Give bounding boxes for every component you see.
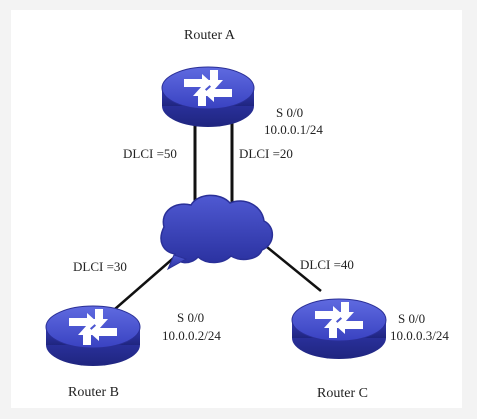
link-b xyxy=(114,254,178,310)
router-a xyxy=(161,66,255,127)
link-c xyxy=(261,242,322,292)
frame-relay-cloud-icon xyxy=(160,194,274,271)
router-c-interface: S 0/0 xyxy=(398,311,425,326)
router-b xyxy=(45,305,141,366)
router-c xyxy=(291,298,387,359)
router-c-label: Router C xyxy=(317,386,368,401)
router-c-top xyxy=(291,298,387,342)
dlci-a-left: DLCI =50 xyxy=(123,146,177,161)
dlci-b: DLCI =30 xyxy=(73,259,127,274)
router-b-ip: 10.0.0.2/24 xyxy=(162,328,221,343)
router-a-interface: S 0/0 xyxy=(276,105,303,120)
router-a-label: Router A xyxy=(184,28,236,43)
dlci-a-right: DLCI =20 xyxy=(239,146,293,161)
router-a-ip: 10.0.0.1/24 xyxy=(264,122,323,137)
router-b-interface: S 0/0 xyxy=(177,310,204,325)
router-b-top xyxy=(45,305,141,349)
router-a-top xyxy=(161,66,255,110)
dlci-c: DLCI =40 xyxy=(300,257,354,272)
router-b-label: Router B xyxy=(68,385,119,400)
router-c-ip: 10.0.0.3/24 xyxy=(390,328,449,343)
